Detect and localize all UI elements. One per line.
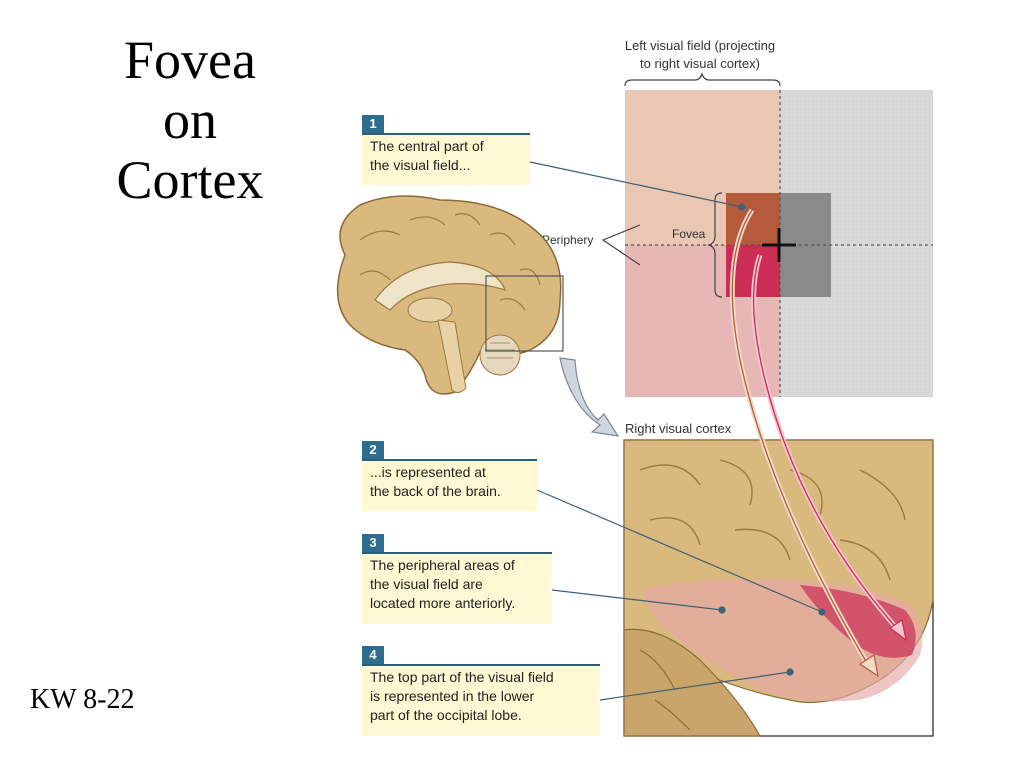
callout-4-text: The top part of the visual field is repr… (370, 669, 554, 723)
callout-3: 3 The peripheral areas of the visual fie… (362, 534, 552, 624)
callout-2: 2 ...is represented at the back of the b… (362, 441, 537, 511)
mapping-arrows (729, 208, 907, 678)
callout-1-number: 1 (362, 115, 384, 133)
leader-lines (529, 161, 826, 701)
periphery-pointer (601, 224, 641, 266)
fovea-upper-half (726, 193, 780, 245)
callout-1: 1 The central part of the visual field..… (362, 115, 530, 185)
fixation-cross (762, 228, 796, 262)
visual-field-panel (601, 72, 933, 397)
cortex-label: Right visual cortex (625, 421, 732, 436)
zoom-arrow (559, 357, 620, 437)
callout-1-text: The central part of the visual field... (370, 138, 484, 173)
field-brace (624, 72, 781, 87)
callout-2-number: 2 (362, 441, 384, 459)
callout-3-number: 3 (362, 534, 384, 552)
periphery-label: Periphery (542, 233, 593, 247)
callout-4: 4 The top part of the visual field is re… (362, 646, 600, 736)
fovea-brace (707, 192, 723, 298)
foveal-cortex-region (800, 585, 916, 658)
callout-3-text: The peripheral areas of the visual field… (370, 557, 516, 611)
reference-label: KW 8-22 (30, 684, 135, 715)
occipital-highlight-box (485, 275, 564, 352)
title-line-3: Cortex (116, 150, 264, 210)
title-line-1: Fovea (124, 30, 256, 90)
field-heading-line-1: Left visual field (projecting (625, 38, 775, 53)
callout-2-text: ...is represented at the back of the bra… (370, 464, 501, 499)
field-heading-line-2: to right visual cortex) (640, 56, 760, 71)
fovea-label: Fovea (672, 227, 706, 241)
brain-sagittal-image (336, 195, 564, 395)
slide-title: Fovea on Cortex (60, 30, 320, 210)
title-line-2: on (163, 90, 217, 150)
callout-4-number: 4 (362, 646, 384, 664)
